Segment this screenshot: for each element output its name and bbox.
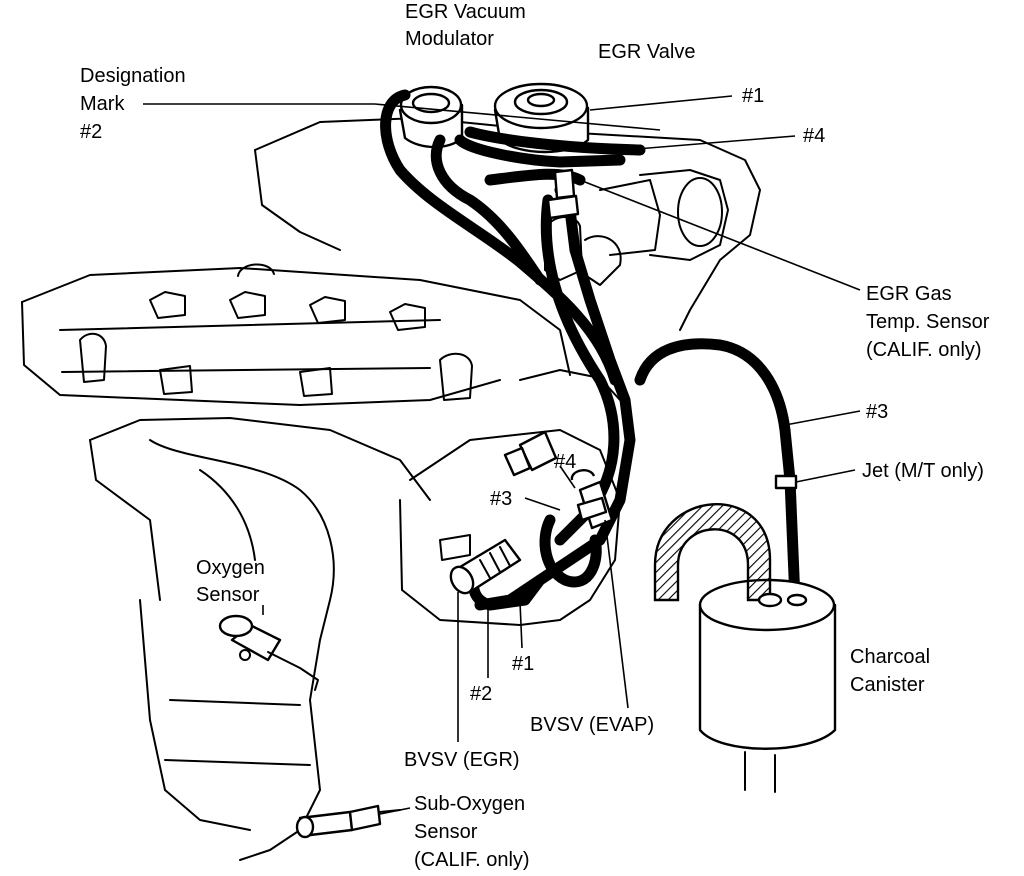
hose-fitting-mid xyxy=(503,430,558,477)
label-designation-mark-line2: Mark xyxy=(80,93,125,115)
label-sub-oxygen-sensor-line3: (CALIF. only) xyxy=(414,849,530,871)
label-port-4-mid: #4 xyxy=(554,451,576,473)
label-oxygen-sensor-line2: Sensor xyxy=(196,584,260,606)
label-designation-mark-line1: Designation xyxy=(80,65,186,87)
label-port-3-right: #3 xyxy=(866,401,888,423)
label-egr-valve: EGR Valve xyxy=(598,41,695,63)
leader-lines xyxy=(143,95,861,815)
engine-block-illustration xyxy=(21,117,761,861)
bvsv-evap-valve xyxy=(570,469,614,530)
labels: EGR Vacuum Modulator EGR Valve Designati… xyxy=(80,1,990,871)
label-egr-gas-temp-sensor-line1: EGR Gas xyxy=(866,283,952,305)
label-egr-vacuum-modulator-line2: Modulator xyxy=(405,28,494,50)
label-charcoal-canister-line1: Charcoal xyxy=(850,646,930,668)
label-oxygen-sensor-line1: Oxygen xyxy=(196,557,265,579)
label-jet: Jet (M/T only) xyxy=(862,460,984,482)
label-sub-oxygen-sensor-line2: Sensor xyxy=(414,821,478,843)
label-port-2-bottom: #2 xyxy=(470,683,492,705)
label-bvsv-evap: BVSV (EVAP) xyxy=(530,714,654,736)
jet-fitting xyxy=(774,474,798,490)
charcoal-canister xyxy=(653,503,837,793)
label-egr-gas-temp-sensor-line2: Temp. Sensor xyxy=(866,311,990,333)
label-sub-oxygen-sensor-line1: Sub-Oxygen xyxy=(414,793,525,815)
label-designation-mark-line3: #2 xyxy=(80,121,102,143)
label-egr-vacuum-modulator-line1: EGR Vacuum xyxy=(405,1,526,23)
bvsv-egr-valve xyxy=(449,538,522,595)
label-port-1-top: #1 xyxy=(742,85,764,107)
oxygen-sensor xyxy=(218,614,319,691)
sub-oxygen-sensor xyxy=(295,804,401,839)
vacuum-hoses xyxy=(380,89,801,611)
label-port-4-top: #4 xyxy=(803,125,825,147)
label-bvsv-egr: BVSV (EGR) xyxy=(404,749,520,771)
egr-vacuum-modulator xyxy=(398,85,464,149)
label-port-3-mid: #3 xyxy=(490,488,512,510)
egr-gas-temp-sensor xyxy=(546,168,580,220)
label-port-1-bottom: #1 xyxy=(512,653,534,675)
label-charcoal-canister-line2: Canister xyxy=(850,674,925,696)
label-egr-gas-temp-sensor-line3: (CALIF. only) xyxy=(866,339,982,361)
